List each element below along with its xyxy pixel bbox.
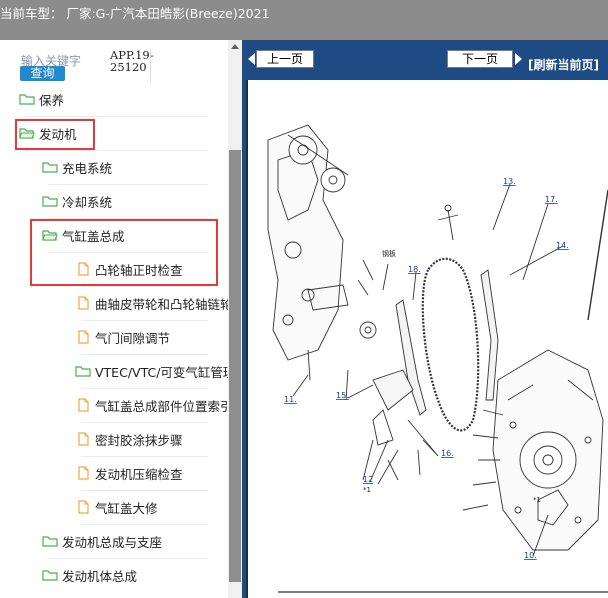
callout-label: 17. [545, 195, 558, 204]
tree-item[interactable]: 发动机总成与支座 [42, 531, 162, 551]
top-bar: 当前车型： 厂家:G-广汽本田皓影(Breeze)2021 [0, 0, 608, 40]
tree-item-label: 凸轮轴正时检查 [95, 262, 183, 278]
engine-exploded-diagram: 13. 17. 18. 14. 11. 15. 16. 12 10. 钢板 *1… [267, 124, 608, 593]
document-icon [75, 330, 91, 344]
prev-page-button[interactable]: 上一页 [256, 50, 314, 68]
tree-item[interactable]: 充电系统 [42, 157, 112, 177]
app-code: APP.19- 25120 [110, 48, 154, 74]
row-divider [81, 524, 208, 525]
callout-label: 16. [441, 449, 454, 458]
tree-item[interactable]: 保养 [19, 89, 64, 109]
tree-item[interactable]: 凸轮轴正时检查 [75, 259, 183, 279]
tree-item[interactable]: 发动机 [19, 123, 77, 143]
document-icon [75, 500, 91, 514]
row-divider [48, 558, 208, 559]
tree-item[interactable]: 气缸盖大修 [75, 497, 158, 517]
row-divider [81, 354, 208, 355]
folder-icon [42, 534, 58, 548]
tree-item[interactable]: 气门间隙调节 [75, 327, 170, 347]
callout-label: 10. [524, 551, 537, 560]
folder-open-icon [42, 228, 58, 242]
folder-icon [42, 194, 58, 208]
callout-label: 18. [408, 265, 421, 274]
folder-icon [42, 160, 58, 174]
scroll-up-icon[interactable] [228, 40, 242, 52]
tree-item[interactable]: 发动机体总成 [42, 565, 137, 585]
tree-item-label: 曲轴皮带轮和凸轮轴链轮 [95, 296, 228, 312]
row-divider [25, 150, 208, 151]
tree-item-label: 气缸盖总成部件位置索引 [95, 398, 228, 414]
tree-item[interactable]: 气缸盖总成 [42, 225, 125, 245]
tree-item-label: 发动机 [39, 126, 77, 142]
folder-icon [75, 364, 91, 378]
tree-item-label: 发动机总成与支座 [62, 534, 163, 550]
tree-item-label: 气缸盖大修 [95, 500, 158, 516]
folder-icon [19, 92, 35, 106]
scrollbar-thumb[interactable] [229, 150, 241, 582]
row-divider [25, 116, 208, 117]
document-page: 13. 17. 18. 14. 11. 15. 16. 12 10. 钢板 *1… [246, 80, 608, 598]
tree-item-label: VTEC/VTC/可变气缸管理 [95, 364, 228, 380]
document-icon [75, 262, 91, 276]
tree-item-label: 充电系统 [62, 160, 113, 176]
tree-item[interactable]: VTEC/VTC/可变气缸管理 [75, 361, 228, 381]
refresh-page-link[interactable]: [刷新当前页] [528, 58, 599, 72]
document-icon [75, 466, 91, 480]
row-divider [81, 286, 208, 287]
row-divider [81, 456, 208, 457]
highlight-engine [15, 119, 95, 150]
tree-item[interactable]: 密封胶涂抹步骤 [75, 429, 183, 449]
divider [150, 50, 151, 82]
callout-label: 14. [556, 241, 569, 250]
row-divider [81, 388, 208, 389]
prev-arrow-icon [248, 53, 255, 65]
highlight-cylinder-head [30, 219, 218, 286]
folder-open-icon [19, 126, 35, 140]
tree-item-label: 气门间隙调节 [95, 330, 171, 346]
row-divider [48, 252, 208, 253]
tree-item-label: 密封胶涂抹步骤 [95, 432, 183, 448]
document-icon [75, 296, 91, 310]
document-icon [75, 398, 91, 412]
tree-item-label: 发动机压缩检查 [95, 466, 183, 482]
document-icon [75, 432, 91, 446]
callout-label: 12 [363, 475, 373, 484]
search-button[interactable]: 查询 [20, 66, 65, 81]
tree-item[interactable]: 曲轴皮带轮和凸轮轴链轮 [75, 293, 228, 313]
tree-item-label: 气缸盖总成 [62, 228, 125, 244]
tree-item[interactable]: 冷却系统 [42, 191, 112, 211]
next-page-button[interactable]: 下一页 [447, 50, 513, 68]
tree-item-label: 保养 [39, 92, 65, 108]
next-arrow-icon [515, 53, 522, 65]
callout-label: 11. [284, 395, 297, 404]
tree-item[interactable]: 气缸盖总成部件位置索引 [75, 395, 228, 415]
search-input[interactable]: 输入关键字 [21, 54, 82, 68]
part-note: *1 [363, 486, 371, 494]
row-divider [81, 490, 208, 491]
row-divider [81, 422, 208, 423]
tree-item-label: 发动机体总成 [62, 568, 138, 584]
row-divider [48, 184, 208, 185]
tree-item[interactable]: 发动机压缩检查 [75, 463, 183, 483]
part-note: 钢板 [382, 249, 396, 258]
part-note: *1 [533, 496, 541, 504]
vehicle-title: 当前车型： 厂家:G-广汽本田皓影(Breeze)2021 [0, 6, 270, 21]
folder-icon [42, 568, 58, 582]
left-panel: 输入关键字 查询 APP.19- 25120 保养发动机充电系统冷却系统气缸盖总… [0, 40, 228, 598]
callout-label: 15. [336, 391, 349, 400]
row-divider [48, 218, 208, 219]
row-divider [81, 320, 208, 321]
tree-item-label: 冷却系统 [62, 194, 113, 210]
callout-label: 13. [503, 177, 516, 186]
